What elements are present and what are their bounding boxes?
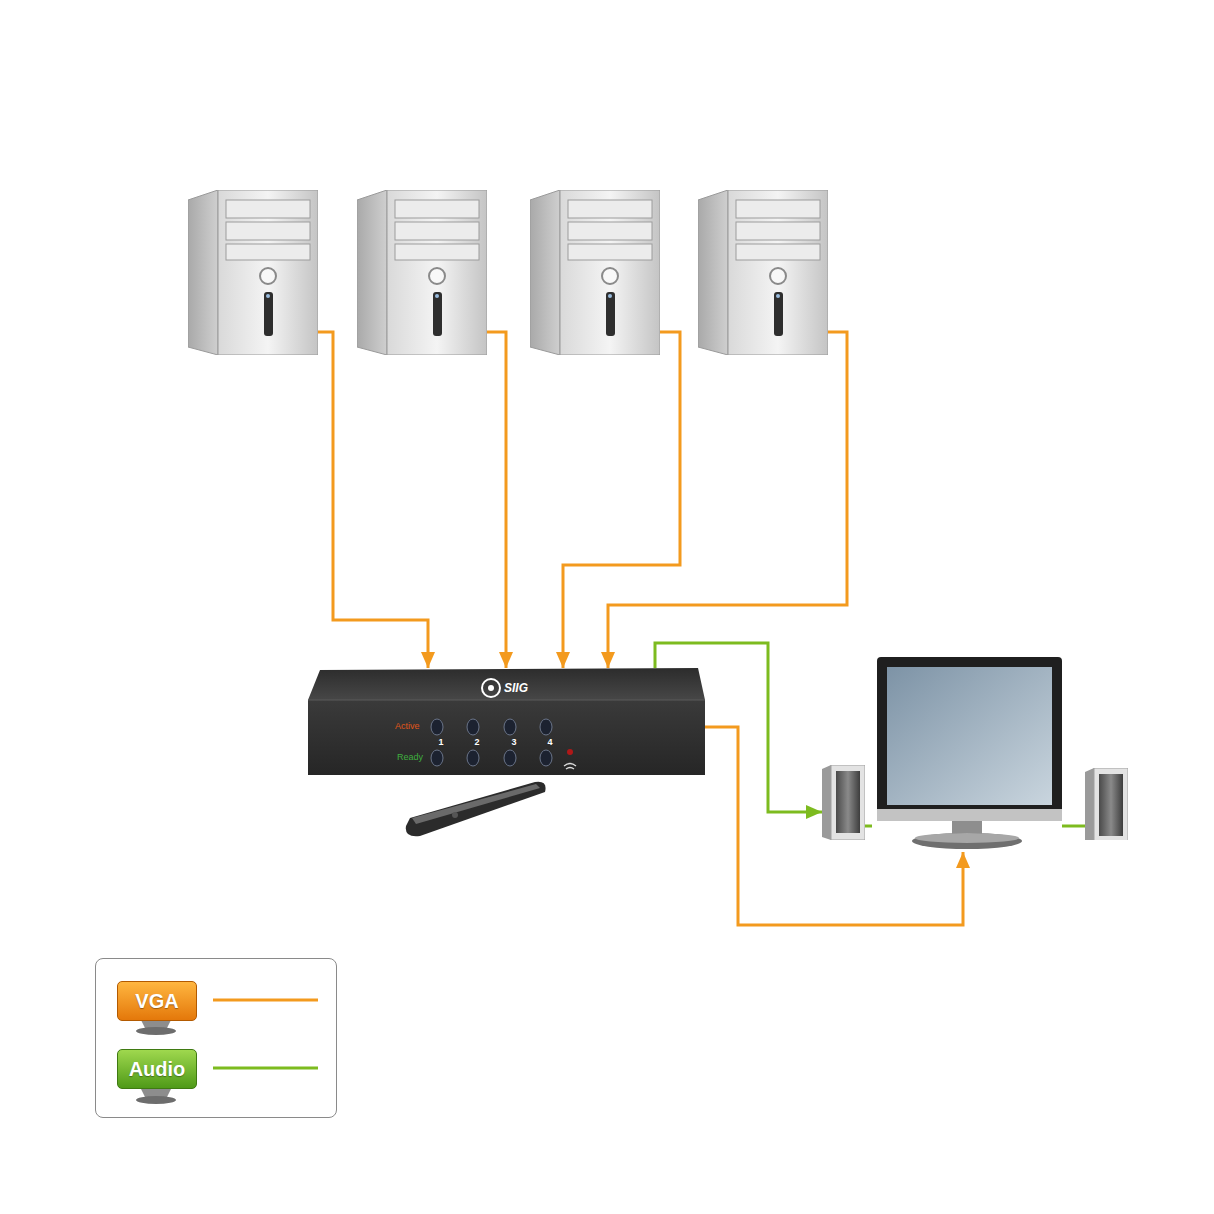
- vga-cable: [318, 332, 428, 668]
- port-number: 3: [511, 738, 516, 747]
- audio-cable: [865, 825, 872, 828]
- audio-cable: [1062, 825, 1085, 828]
- monitor-illustration: [872, 657, 1062, 852]
- remote-control: [406, 782, 546, 837]
- monitor-unit: [872, 657, 1062, 852]
- port-number: 1: [438, 738, 443, 747]
- badge-stand: [136, 1027, 176, 1035]
- vga-cable: [487, 332, 506, 668]
- tower-unit: [698, 190, 828, 355]
- speaker-illustration: [1085, 768, 1128, 840]
- legend-label: VGA: [135, 990, 178, 1013]
- kvm-switch: SIIG ActiveReady 1 2 3 4: [308, 668, 705, 775]
- port-number: 2: [474, 738, 479, 747]
- tower-illustration: [188, 190, 318, 355]
- tower-unit: [188, 190, 318, 355]
- tower-illustration: [357, 190, 487, 355]
- tower-unit: [530, 190, 660, 355]
- speaker-illustration: [822, 765, 865, 840]
- legend-badge: Audio: [117, 1049, 197, 1089]
- port-number: 4: [547, 738, 552, 747]
- tower-illustration: [698, 190, 828, 355]
- remote-edge: [412, 784, 540, 824]
- badge-stand: [136, 1096, 176, 1104]
- brand-logo: SIIG: [504, 682, 528, 694]
- remote-button: [452, 812, 458, 818]
- tower-illustration: [530, 190, 660, 355]
- remote-body: [406, 782, 546, 837]
- speaker-unit: [1085, 768, 1128, 840]
- legend-line-sample: [213, 999, 318, 1002]
- led-label: Ready: [397, 753, 423, 762]
- vga-cable: [608, 332, 847, 668]
- legend-badge: VGA: [117, 981, 197, 1021]
- tower-unit: [357, 190, 487, 355]
- legend-line-sample: [213, 1067, 318, 1070]
- legend-label: Audio: [129, 1058, 186, 1081]
- led-label: Active: [395, 722, 420, 731]
- vga-cable: [563, 332, 680, 668]
- speaker-unit: [822, 765, 865, 840]
